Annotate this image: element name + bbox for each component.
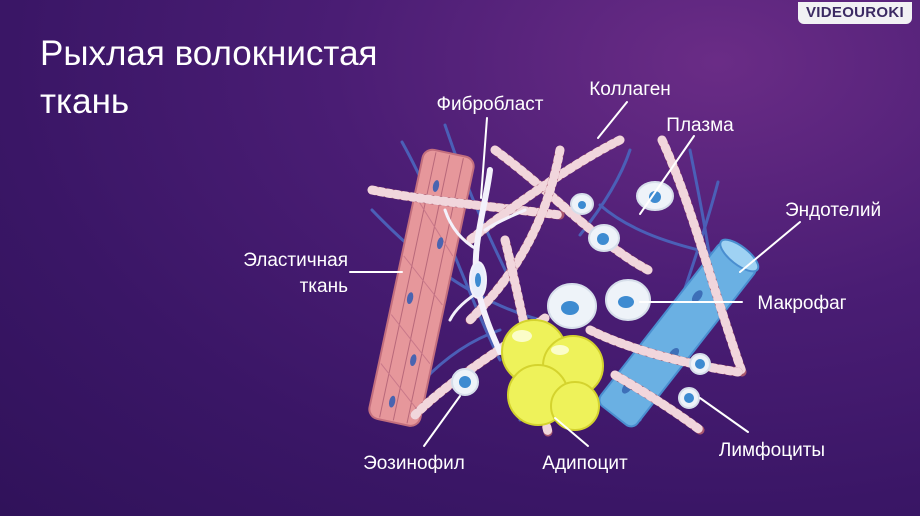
fibroblast-cell (443, 167, 527, 355)
leader-adipocyte (554, 417, 589, 447)
leader-collagen (597, 101, 628, 139)
lymphocyte-cell (689, 353, 711, 375)
leader-lymphocytes (699, 397, 749, 433)
videouroki-logo: VIDEOUROKI (797, 2, 912, 24)
label-eosinophil: Эозинофил (363, 453, 465, 474)
label-collagen: Коллаген (589, 79, 671, 100)
leader-lines (349, 101, 801, 447)
slide-title: Рыхлая волокнистая ткань (40, 34, 378, 121)
plasma-cell (636, 181, 674, 211)
plasma-cell (570, 193, 594, 215)
leader-eosinophil (423, 395, 461, 447)
label-macrophage: Макрофаг (757, 293, 846, 314)
label-adipocyte: Адипоцит (542, 453, 628, 474)
collagen-fibers (367, 135, 747, 437)
leader-fibroblast (480, 117, 488, 199)
leader-plasma (639, 135, 695, 215)
label-endothelium: Эндотелий (785, 200, 881, 221)
plasma-cell (588, 224, 620, 252)
collagen-fiber (367, 185, 565, 220)
collagen-fiber (610, 370, 705, 435)
leader-endothelium (739, 221, 801, 273)
label-lymphocytes: Лимфоциты (719, 440, 825, 461)
macrophage-cell (547, 283, 597, 329)
label-plasma: Плазма (666, 115, 734, 136)
label-elastic-line2: ткань (300, 276, 348, 297)
collagen-fiber (657, 135, 747, 377)
lymphocyte-cell (678, 387, 700, 409)
collagen-fiber (490, 145, 653, 275)
label-fibroblast: Фибробласт (437, 94, 544, 115)
adipocyte-cluster (501, 319, 604, 431)
adipocyte-cell (550, 381, 600, 431)
label-elastic-line1: Эластичная (243, 250, 348, 271)
collagen-fiber (585, 325, 743, 377)
eosinophil-cell (451, 368, 479, 396)
macrophage-cell (605, 279, 651, 321)
